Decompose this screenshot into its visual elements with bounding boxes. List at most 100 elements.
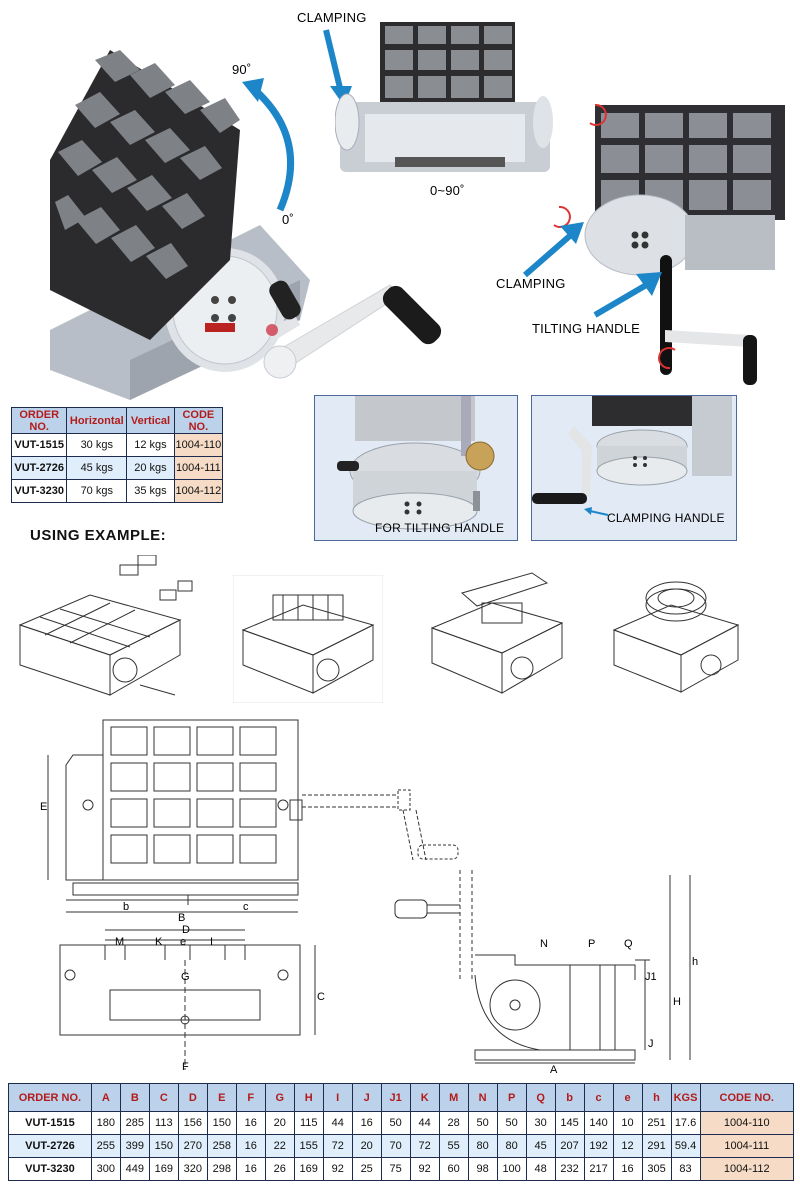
dim-G: G (181, 971, 190, 983)
t1-cell: VUT-3230 (10, 479, 68, 503)
t2-header-col: M (438, 1083, 469, 1112)
dim-P: P (588, 938, 595, 950)
tilted-table-photo (50, 50, 310, 400)
t2-cell: 20 (351, 1134, 382, 1158)
t2-cell: 72 (322, 1134, 353, 1158)
t2-cell: 44 (322, 1111, 353, 1135)
t2-cell: 55 (438, 1134, 469, 1158)
clamping-top-label: CLAMPING (297, 10, 367, 25)
dim-I: I (210, 936, 213, 948)
dim-M: M (115, 936, 124, 948)
clamping-arrow-top (323, 29, 352, 106)
t2-header-col: I (322, 1083, 353, 1112)
clamping-handle-detail-photo (531, 395, 737, 541)
tilting-handle-detail-photo (314, 395, 518, 541)
tilt-arrow (242, 78, 295, 212)
detail-photo-2 (532, 396, 736, 540)
example-4-drawing (612, 581, 740, 693)
example-1-drawing (18, 555, 193, 696)
t2-cell: 50 (496, 1111, 527, 1135)
side-view-drawing: N P Q J1 H h J A (394, 870, 698, 1075)
t2-cell: 232 (554, 1157, 585, 1181)
t1-cell: 70 kgs (66, 479, 128, 503)
t1-cell: 35 kgs (126, 479, 175, 503)
t2-header-col: c (583, 1083, 614, 1112)
t2-cell: 399 (119, 1134, 150, 1158)
angle-90-label: 90˚ (232, 62, 252, 77)
t2-cell: 140 (583, 1111, 614, 1135)
dim-H: H (673, 996, 681, 1008)
t2-cell: 44 (409, 1111, 440, 1135)
t2-cell: 155 (293, 1134, 324, 1158)
t2-cell: 12 (612, 1134, 643, 1158)
dim-Q: Q (624, 938, 633, 950)
t2-cell: 72 (409, 1134, 440, 1158)
dim-C: C (317, 991, 325, 1003)
t2-cell: 20 (264, 1111, 295, 1135)
t2-cell: 59.4 (670, 1134, 701, 1158)
t2-cell: 70 (380, 1134, 411, 1158)
dim-J1: J1 (645, 971, 657, 983)
t2-cell: 192 (583, 1134, 614, 1158)
t2-header-col: A (90, 1083, 121, 1112)
t2-header-col: C (148, 1083, 179, 1112)
t2-cell: 16 (235, 1111, 266, 1135)
t2-cell: 28 (438, 1111, 469, 1135)
t2-header-col: E (206, 1083, 237, 1112)
t2-header-col: P (496, 1083, 527, 1112)
table-row: VUT-3230 70 kgs 35 kgs 1004-112 (10, 479, 224, 503)
t2-cell: VUT-1515 (8, 1111, 92, 1135)
t2-header-col: e (612, 1083, 643, 1112)
t2-cell: 75 (380, 1157, 411, 1181)
dim-b: b (123, 901, 129, 913)
t2-header-col: G (264, 1083, 295, 1112)
dim-A: A (550, 1064, 558, 1075)
t2-cell: 30 (525, 1111, 556, 1135)
t2-cell: 16 (612, 1157, 643, 1181)
t1-cell: 1004-112 (173, 479, 224, 503)
using-example-heading: USING EXAMPLE: (30, 527, 167, 544)
t2-header-col: b (554, 1083, 585, 1112)
handle-side-photo (553, 103, 785, 385)
t2-cell: 80 (496, 1134, 527, 1158)
t2-cell: 100 (496, 1157, 527, 1181)
t2-header-col: Q (525, 1083, 556, 1112)
table-row: VUT-1515 30 kgs 12 kgs 1004-110 (10, 433, 224, 457)
t2-cell: 255 (90, 1134, 121, 1158)
t2-cell: 258 (206, 1134, 237, 1158)
crank-handle-photo (263, 284, 442, 379)
t2-header-col: N (467, 1083, 498, 1112)
t2-cell: 305 (641, 1157, 672, 1181)
dim-K: K (155, 936, 163, 948)
t2-cell: 285 (119, 1111, 150, 1135)
example-3-drawing (430, 572, 564, 694)
t2-cell: 1004-111 (699, 1134, 795, 1158)
dim-B: B (178, 912, 185, 924)
t2-cell: 156 (177, 1111, 208, 1135)
t2-cell: 169 (148, 1157, 179, 1181)
t1-cell: 20 kgs (126, 456, 175, 480)
dim-h: h (692, 956, 698, 968)
t2-cell: 26 (264, 1157, 295, 1181)
t2-cell: 17.6 (670, 1111, 701, 1135)
t2-header-order: ORDER NO. (8, 1083, 92, 1112)
t2-cell: 1004-110 (699, 1111, 795, 1135)
tilting-handle-label: TILTING HANDLE (532, 321, 641, 336)
dim-e: e (180, 936, 186, 948)
t2-header-col: F (235, 1083, 266, 1112)
t2-cell: 16 (235, 1134, 266, 1158)
for-tilting-handle-label: FOR TILTING HANDLE (375, 521, 505, 535)
table-row: VUT-2726 45 kgs 20 kgs 1004-111 (10, 456, 224, 480)
t2-cell: 145 (554, 1111, 585, 1135)
dim-c: c (243, 901, 249, 913)
t2-cell: 92 (322, 1157, 353, 1181)
t2-cell: 98 (467, 1157, 498, 1181)
detail-photo-1 (315, 396, 517, 540)
t2-cell: 113 (148, 1111, 179, 1135)
t1-cell: 45 kgs (66, 456, 128, 480)
t2-cell: 150 (206, 1111, 237, 1135)
t2-header-col: J1 (380, 1083, 411, 1112)
